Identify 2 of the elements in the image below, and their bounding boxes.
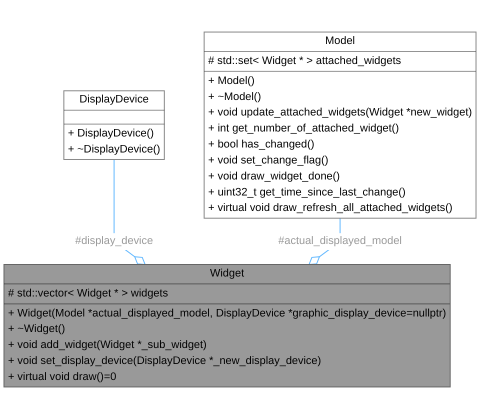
edge-label: #actual_displayed_model xyxy=(278,235,402,248)
edge-label: #display_device xyxy=(75,235,154,248)
